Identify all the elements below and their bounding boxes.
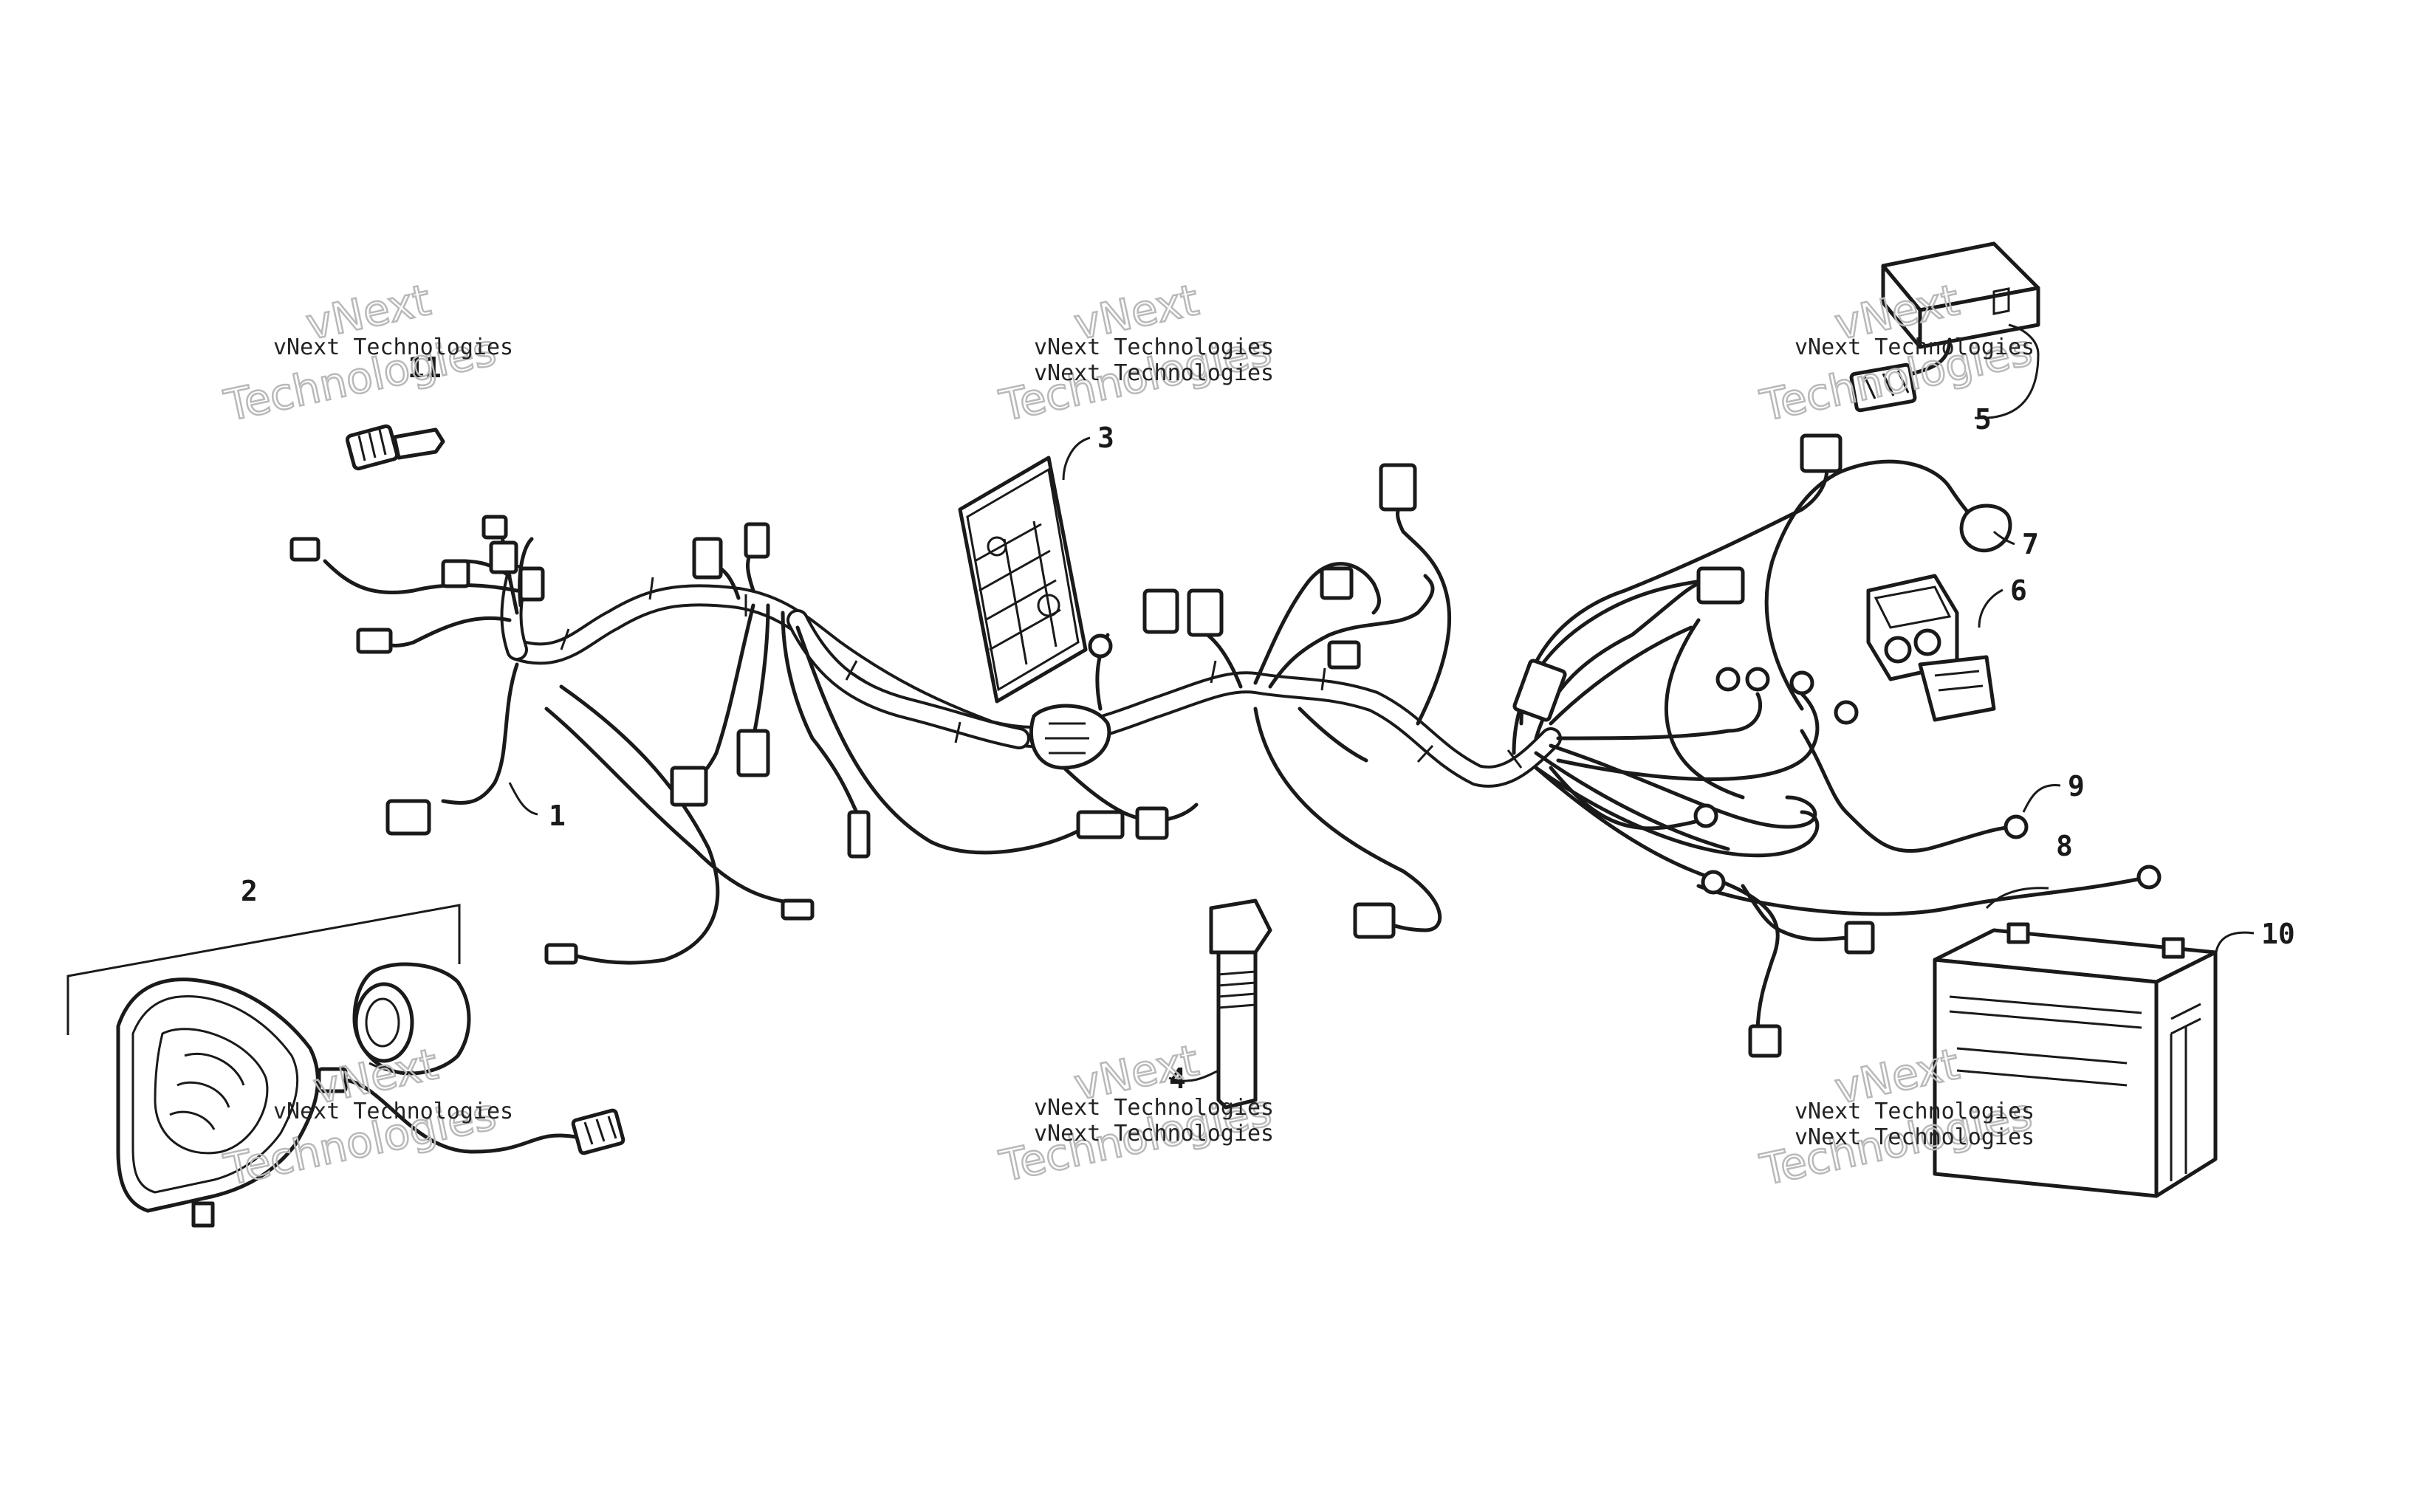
watermark-top-left: vNext Technologies vNext Technologies: [219, 274, 514, 432]
part-2-bracket: [66, 904, 461, 1035]
part-11-sensor: [345, 424, 445, 471]
ring-terminal: [1789, 670, 1814, 695]
connector-plug: [736, 729, 770, 777]
connector-plug: [289, 537, 321, 562]
connector-plug: [1379, 463, 1417, 512]
ring-terminal: [1088, 633, 1113, 659]
callout-9: 9: [2068, 770, 2085, 803]
connector-plug: [489, 540, 518, 574]
connector-plug: [670, 766, 708, 807]
ring-terminal: [1745, 667, 1770, 692]
callout-4: 4: [1169, 1062, 1186, 1095]
connector-plug: [1135, 806, 1169, 840]
part-5-regulator: [1849, 241, 2040, 413]
connector-plug: [781, 898, 815, 921]
connector-plug: [1844, 921, 1875, 955]
connector-plug: [1327, 640, 1361, 670]
harness-connectors: [289, 433, 2162, 1058]
connector-plug: [1076, 810, 1125, 839]
connector-plug: [441, 559, 470, 588]
svg-text:vNext Technologies: vNext Technologies: [1034, 360, 1274, 386]
connector-plug: [544, 943, 578, 965]
callout-1: 1: [549, 800, 566, 832]
part-7-cap: [1959, 504, 2012, 553]
connector-plug: [744, 522, 770, 559]
svg-text:vNext Technologies: vNext Technologies: [1795, 1099, 2035, 1124]
svg-text:vNext Technologies: vNext Technologies: [1034, 1095, 1274, 1121]
connector-plug: [385, 799, 431, 836]
connector-plug: [1187, 588, 1224, 637]
svg-text:vNext Technologies: vNext Technologies: [1034, 334, 1274, 360]
headlight-mount: [191, 1201, 215, 1228]
callout-7: 7: [2022, 528, 2039, 560]
part-2-headlight: [116, 962, 625, 1228]
part-3-ecu: [958, 456, 1111, 770]
svg-text:vNext Technologies: vNext Technologies: [1795, 1124, 2035, 1150]
ring-terminal: [1701, 870, 1726, 895]
connector-plug: [692, 537, 723, 580]
callout-labels: 1 2 3 4 5 6 7 8 9 10 11: [241, 351, 2295, 1095]
ring-terminal: [1715, 667, 1741, 692]
connector-plug: [1320, 566, 1354, 600]
ring-terminal: [2136, 865, 2162, 890]
callout-11: 11: [408, 351, 442, 384]
part-10-battery: [1933, 922, 2218, 1198]
connector-plug: [1142, 588, 1179, 634]
connector-plug: [1800, 433, 1843, 473]
battery-terminal: [2006, 922, 2030, 944]
connector-plug: [481, 515, 508, 540]
svg-text:vNext Technologies: vNext Technologies: [273, 334, 513, 360]
battery-terminal: [2162, 937, 2185, 959]
connector-plug: [847, 810, 871, 859]
part-4-ignition-coil: [1209, 898, 1272, 1110]
callout-5: 5: [1975, 403, 1992, 436]
callout-10: 10: [2261, 918, 2295, 950]
svg-text:vNext Technologies: vNext Technologies: [273, 1099, 513, 1124]
callout-2: 2: [241, 875, 258, 907]
svg-text:vNext Technologies: vNext Technologies: [1795, 334, 2035, 360]
svg-text:vNext Technologies: vNext Technologies: [1034, 1121, 1274, 1147]
ring-terminal: [2003, 814, 2029, 839]
part-6-relay: [1866, 574, 1996, 722]
connector-plug: [356, 628, 393, 654]
callout-3: 3: [1097, 422, 1114, 454]
ring-terminal: [1693, 803, 1718, 828]
callout-6: 6: [2010, 574, 2027, 607]
leader-lines: [508, 323, 2255, 1082]
connector-plug: [1512, 659, 1567, 722]
ring-terminal: [1834, 700, 1859, 725]
connector-plug: [1353, 902, 1396, 939]
connector-plug: [1696, 566, 1745, 605]
connector-plug: [1748, 1024, 1782, 1058]
callout-8: 8: [2056, 830, 2073, 862]
connector-plug: [518, 566, 545, 602]
watermark-top-center: vNext Technologies vNext Technologies vN…: [995, 274, 1277, 432]
